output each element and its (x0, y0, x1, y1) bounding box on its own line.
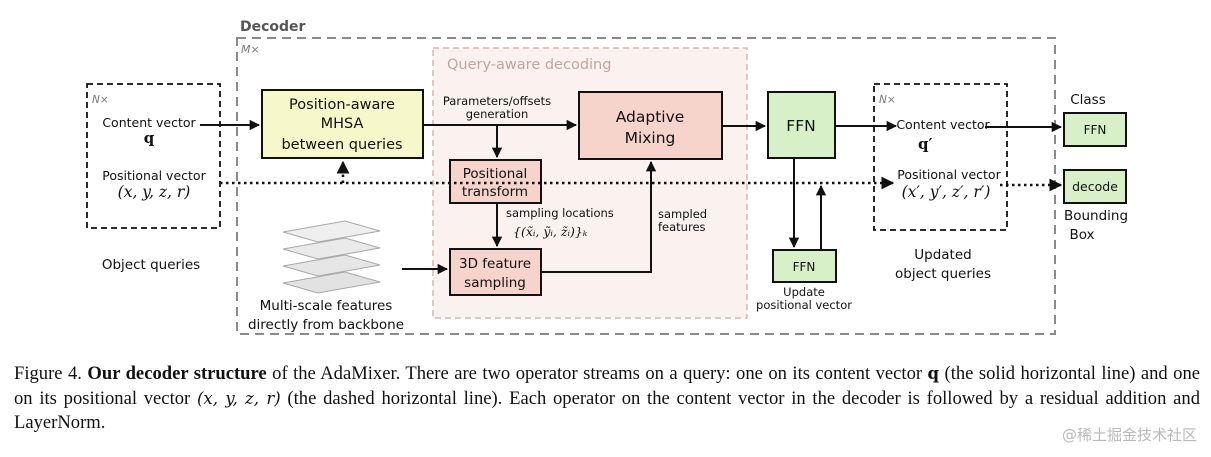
n-times-right: N× (879, 94, 896, 106)
ffn-main-label: FFN (786, 117, 815, 135)
content-vector-out-label: Content vector (896, 117, 990, 132)
decode-label: decode (1072, 179, 1118, 194)
caption-text-3: (the dashed horizontal line). Each opera… (14, 387, 1200, 434)
caption-text-1: of the AdaMixer. There are two operator … (266, 363, 928, 384)
positional-vector-label: Positional vector (102, 168, 206, 183)
n-times-left: N× (92, 94, 109, 106)
ffn-main-box (767, 91, 836, 159)
sampled-line1: sampled (658, 207, 707, 221)
positional-vector-out-symbol: (x′, y′, z′, r′) (902, 183, 991, 201)
positional-vector-symbol: (x, y, z, r) (118, 183, 191, 201)
updated-queries-box (873, 83, 1008, 231)
bbox-line2: Box (1069, 227, 1094, 243)
update-line2: positional vector (756, 298, 852, 312)
sampled-line2: features (658, 220, 706, 234)
mhsa-line1: Position-aware (289, 97, 395, 113)
updated-line2: object queries (895, 266, 991, 282)
content-vector-symbol: q (144, 129, 155, 147)
class-label: Class (1070, 92, 1106, 108)
query-aware-title: Query-aware decoding (447, 57, 611, 73)
update-line1: Update (783, 285, 825, 299)
decode-box (1063, 169, 1127, 204)
mhsa-box (261, 89, 424, 159)
bbox-line1: Bounding (1064, 208, 1128, 224)
caption-q-symbol: q (927, 364, 940, 383)
adaptive-line1: Adaptive (616, 108, 685, 126)
mhsa-line3: between queries (281, 137, 402, 153)
positional-transform-line1: Positional (463, 166, 528, 182)
multiscale-line2: directly from backbone (248, 317, 404, 333)
sampling-formula: {(x̃ᵢ, ỹᵢ, z̃ᵢ)}ₖ (513, 224, 588, 239)
class-ffn-box (1063, 112, 1127, 147)
feature-sampling-line1: 3D feature (459, 256, 531, 272)
object-queries-caption: Object queries (102, 257, 200, 273)
caption-pos-symbol: (x, y, z, r) (196, 388, 281, 408)
updated-line1: Updated (914, 247, 971, 263)
content-vector-out-symbol: q′ (918, 135, 932, 153)
watermark: @稀土掘金技术社区 (1061, 426, 1197, 444)
params-line1: Parameters/offsets (443, 94, 551, 108)
multiscale-line1: Multi-scale features (260, 298, 393, 314)
positional-vector-out-label: Positional vector (897, 167, 1001, 182)
ffn-update-box (772, 249, 837, 283)
params-line2: generation (466, 107, 529, 121)
positional-transform-line2: transform (462, 184, 528, 200)
adaptive-mixing-box (578, 91, 723, 160)
decoder-title: Decoder (240, 19, 306, 35)
ffn-update-label: FFN (793, 260, 816, 274)
sampling-locations-label: sampling locations (506, 206, 614, 220)
arrow-sampling-to-adaptive (542, 160, 657, 273)
caption-text-2: (the solid horizontal line) and one on i… (14, 363, 1201, 409)
caption-bold: Our decoder structure (87, 363, 267, 384)
m-times-label: M× (241, 43, 260, 56)
positional-transform-box (449, 159, 542, 204)
object-queries-box (86, 83, 221, 229)
feature-sampling-line2: sampling (464, 275, 526, 291)
decoder-diagram: Decoder M× Query-aware decoding N× Conte… (86, 19, 1128, 335)
mhsa-line2: MHSA (321, 116, 364, 132)
feature-stack-icon (282, 220, 381, 294)
caption-figure-label: Figure 4. (14, 363, 82, 384)
figure-caption: Figure 4. Our decoder structure of the A… (14, 362, 1200, 436)
content-vector-label: Content vector (102, 115, 196, 130)
class-ffn-label: FFN (1084, 123, 1107, 137)
adaptive-line2: Mixing (625, 129, 676, 147)
feature-sampling-box (449, 248, 542, 296)
